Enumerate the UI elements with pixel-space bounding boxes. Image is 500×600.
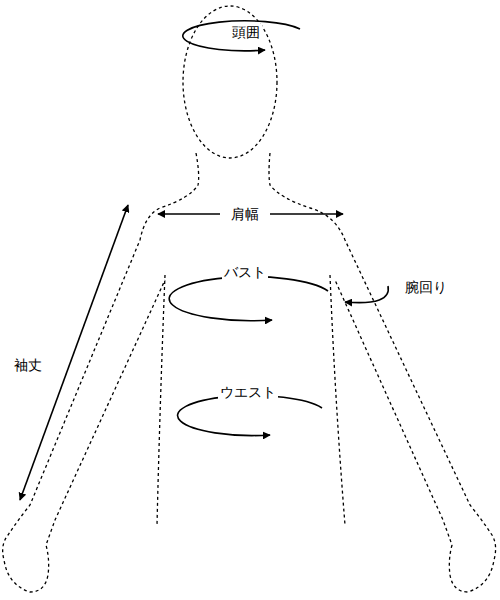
measurement-label: ウエスト [218,384,278,401]
left-torso-side [157,275,165,525]
right-torso-side [330,275,345,525]
measurement-label: 腕回り [403,279,449,296]
sleeve-arrow [20,205,128,500]
bust-arrow [169,277,328,321]
head-arrow [183,21,300,51]
measurement-label: バスト [222,264,268,281]
shoulder-arrow-right [270,213,343,215]
shoulder-arrow-left [158,213,220,215]
head-outline [183,6,277,158]
measurement-label: 袖丈 [12,357,44,374]
waist-arrow [178,396,322,436]
body-outline [3,6,496,592]
measurement-label: 頭囲 [230,24,262,41]
measure-arrows [20,21,388,500]
left-arm-outline [3,153,199,592]
measurement-label: 肩幅 [229,206,261,223]
arm-arrow [345,286,388,303]
right-arm-outline [269,153,496,592]
